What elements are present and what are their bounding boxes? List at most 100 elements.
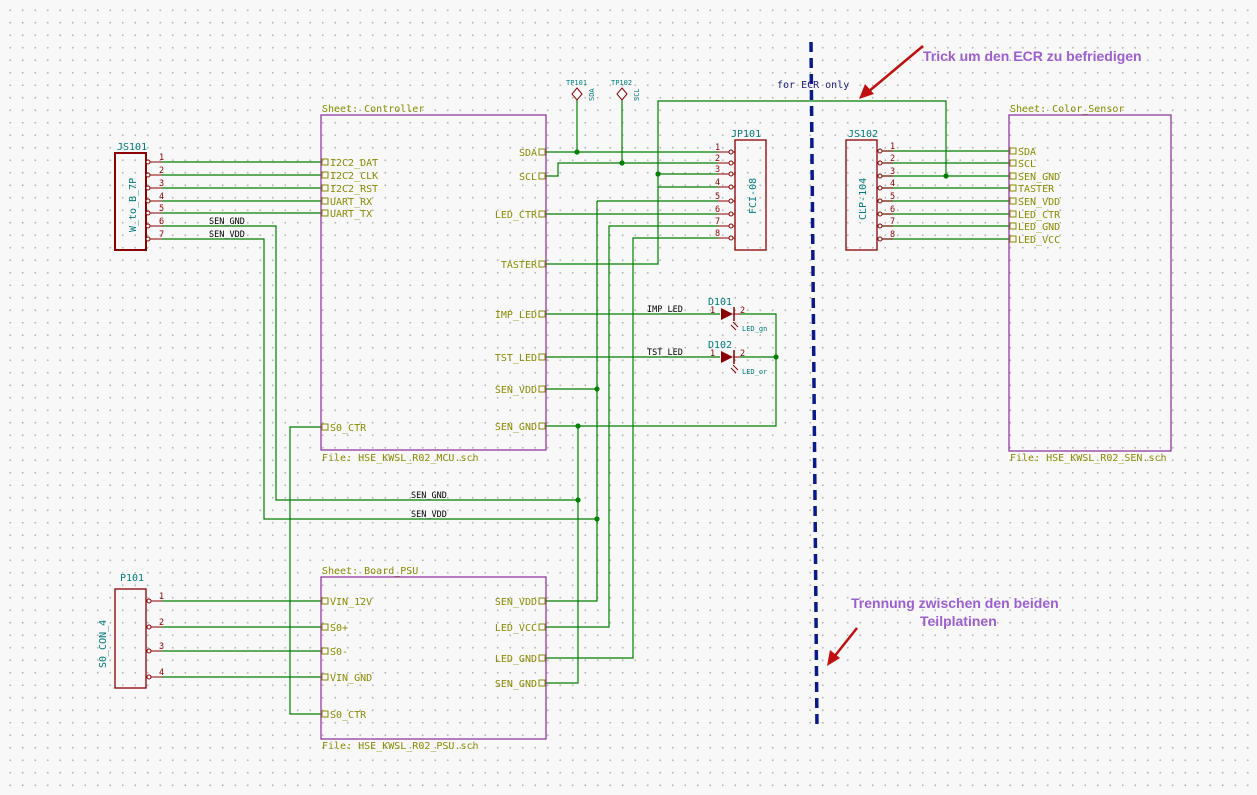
pin-psu-sen-gnd: SEN_GND [495, 679, 537, 690]
d101-pin1: 1 [710, 306, 715, 316]
js102-ref: JS102 [848, 129, 878, 140]
junction-dots [574, 149, 949, 522]
tp102-net: SCL [633, 88, 641, 101]
d101-pin2: 2 [740, 306, 745, 316]
pin-s0-ctr: S0_CTR [330, 423, 367, 434]
jp101-pin: 7 [715, 217, 720, 227]
js102-pin: 7 [890, 217, 895, 227]
pin-psu-led-vcc: LED_VCC [495, 623, 537, 634]
sheet-board-psu[interactable]: Sheet: Board_PSU File: HSE_KWSL_R02_PSU.… [320, 566, 547, 752]
jp101-pin: 2 [715, 154, 720, 164]
p101-pin: 1 [159, 592, 164, 602]
pin-vin-12v: VIN_12V [330, 597, 372, 608]
jp101-value: FCI-08 [748, 178, 759, 214]
js101-pin: 6 [159, 217, 164, 227]
arrow-icon-ecr [859, 45, 924, 99]
pin-i2c2-dat: I2C2_DAT [330, 158, 378, 169]
p101-ref: P101 [120, 573, 144, 584]
annotation-separation-2: Teilplatinen [920, 613, 997, 629]
annotation-ecr-trick: Trick um den ECR zu befriedigen [923, 48, 1142, 64]
js101-pin: 5 [159, 204, 164, 214]
connector-js102[interactable]: JS102 CLP-104 1 2 3 4 5 6 7 8 [845, 129, 895, 251]
sheet-psu-title: Sheet: Board_PSU [322, 566, 418, 577]
js101-pin: 1 [159, 153, 164, 163]
net-label-sen-vdd: SEN_VDD [209, 230, 245, 240]
light-emission-icon [730, 321, 739, 331]
sheet-controller-file: File: HSE_KWSL_R02_MCU.sch [322, 453, 479, 464]
pin-imp-led: IMP_LED [495, 310, 537, 321]
pin-cs-taster: TASTER [1018, 184, 1055, 195]
sheet-color-title: Sheet: Color_Sensor [1010, 104, 1124, 115]
pin-cs-sen-gnd: SEN_GND [1018, 172, 1060, 183]
js102-value: CLP-104 [858, 178, 869, 220]
pin-sda: SDA [519, 148, 537, 159]
jp101-pin: 1 [715, 143, 720, 153]
pin-sen-gnd: SEN_GND [495, 422, 537, 433]
js101-pin: 2 [159, 166, 164, 176]
sheet-controller-title: Sheet: Controller [322, 104, 424, 115]
jp101-pin: 3 [715, 165, 720, 175]
jp101-pin: 6 [715, 205, 720, 215]
js101-pin: 7 [159, 230, 164, 240]
connector-js101[interactable]: JS101 W_to_B_7P 1 2 3 4 5 6 7 [114, 142, 164, 251]
tp101-net: SDA [588, 88, 596, 101]
net-label-sen-gnd-bus: SEN_GND [411, 491, 447, 501]
testpoint-tp102[interactable]: TP102 SCL [611, 79, 641, 101]
d102-value: LED_or [742, 368, 767, 376]
connector-jp101[interactable]: JP101 FCI-08 1 2 3 4 5 6 7 8 [715, 129, 767, 251]
p101-pin: 2 [159, 618, 164, 628]
connector-p101[interactable]: P101 S0_CON_4 1 2 3 4 [98, 573, 164, 689]
js102-pin: 8 [890, 230, 895, 240]
light-emission-icon [730, 364, 739, 374]
annotation-separation-1: Trennung zwischen den beiden [851, 595, 1059, 611]
jp101-pin: 8 [715, 229, 720, 239]
js102-pin: 6 [890, 205, 895, 215]
separation-line [809, 41, 819, 731]
pin-uart-tx: UART_TX [330, 209, 372, 220]
label-ecr-only: for ECR only [777, 80, 849, 91]
tp101-ref: TP101 [566, 79, 587, 87]
pin-vin-gnd: VIN_GND [330, 673, 372, 684]
pin-psu-led-gnd: LED_GND [495, 654, 537, 665]
js102-pin: 5 [890, 192, 895, 202]
wires [162, 100, 1010, 715]
d101-ref: D101 [708, 297, 732, 308]
p101-pin: 3 [159, 642, 164, 652]
jp101-pin: 4 [715, 178, 720, 188]
sheet-controller[interactable]: Sheet: Controller File: HSE_KWSL_R02_MCU… [320, 104, 547, 464]
pin-cs-led-ctr: LED_CTR [1018, 210, 1061, 221]
jp101-pin: 5 [715, 192, 720, 202]
d101-value: LED_gn [742, 325, 767, 333]
pin-sen-vdd: SEN_VDD [495, 385, 537, 396]
pin-cs-sen-vdd: SEN_VDD [1018, 197, 1060, 208]
js101-ref: JS101 [117, 142, 147, 153]
sheet-color-file: File: HSE_KWSL_R02_SEN.sch [1010, 453, 1167, 464]
sheet-color-sensor[interactable]: Sheet: Color_Sensor File: HSE_KWSL_R02_S… [1008, 104, 1172, 464]
p101-pin: 4 [159, 668, 164, 678]
js101-value: W_to_B_7P [128, 178, 139, 232]
pin-s0-minus: S0- [330, 647, 348, 658]
testpoint-tp101[interactable]: TP101 SDA [566, 79, 596, 101]
net-label-tst-led: TST_LED [647, 348, 683, 358]
jp101-ref: JP101 [731, 129, 761, 140]
d102-pin2: 2 [740, 349, 745, 359]
pin-psu-s0-ctr: S0_CTR [330, 710, 367, 721]
d102-ref: D102 [708, 340, 732, 351]
pin-cs-led-gnd: LED_GND [1018, 222, 1060, 233]
js102-pin: 2 [890, 154, 895, 164]
led-d102[interactable]: D102 1 2 LED_or [708, 340, 767, 376]
led-d101[interactable]: D101 1 2 LED_gn [708, 297, 767, 333]
pin-psu-sen-vdd: SEN_VDD [495, 597, 537, 608]
pin-i2c2-rst: I2C2_RST [330, 184, 378, 195]
tp102-ref: TP102 [611, 79, 632, 87]
pin-s0-plus: S0+ [330, 623, 348, 634]
sheet-psu-file: File: HSE_KWSL_R02_PSU.sch [322, 741, 479, 752]
pin-cs-scl: SCL [1018, 159, 1036, 170]
js102-pin: 1 [890, 142, 895, 152]
js102-pin: 4 [890, 179, 895, 189]
pin-cs-sda: SDA [1018, 147, 1036, 158]
pin-uart-rx: UART_RX [330, 197, 372, 208]
p101-value: S0_CON_4 [98, 620, 109, 668]
